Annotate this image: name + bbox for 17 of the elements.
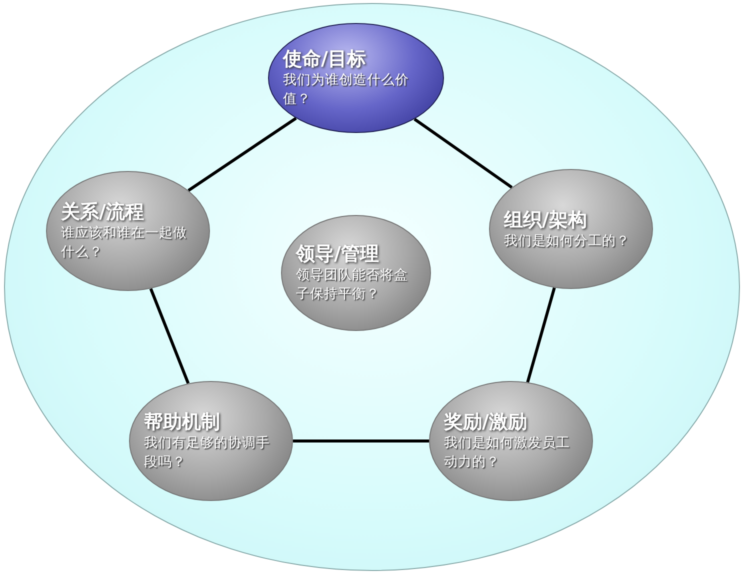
topic-question: 我们是如何激发员工动力的？ <box>444 434 571 472</box>
topic-question: 谁应该和谁在一起做什么？ <box>61 224 188 262</box>
topic-heading: 使命/目标 <box>283 47 366 71</box>
connector-line <box>293 440 429 442</box>
topic-heading: 帮助机制 <box>144 410 220 434</box>
connector-line <box>526 287 556 383</box>
topic-question: 领导团队能否将盒子保持平衡？ <box>296 266 409 304</box>
topic-heading: 领导/管理 <box>296 242 379 266</box>
connector-line <box>414 118 513 189</box>
topic-question: 我们是如何分工的？ <box>504 232 630 250</box>
topic-question: 我们为谁创造什么价值？ <box>283 71 410 109</box>
connector-line <box>188 117 297 192</box>
topic-question: 我们有足够的协调手段吗？ <box>144 434 271 472</box>
connector-line <box>149 288 190 384</box>
topic-heading: 奖励/激励 <box>444 410 527 434</box>
topic-heading: 关系/流程 <box>61 200 144 224</box>
topic-heading: 组织/架构 <box>504 208 587 232</box>
